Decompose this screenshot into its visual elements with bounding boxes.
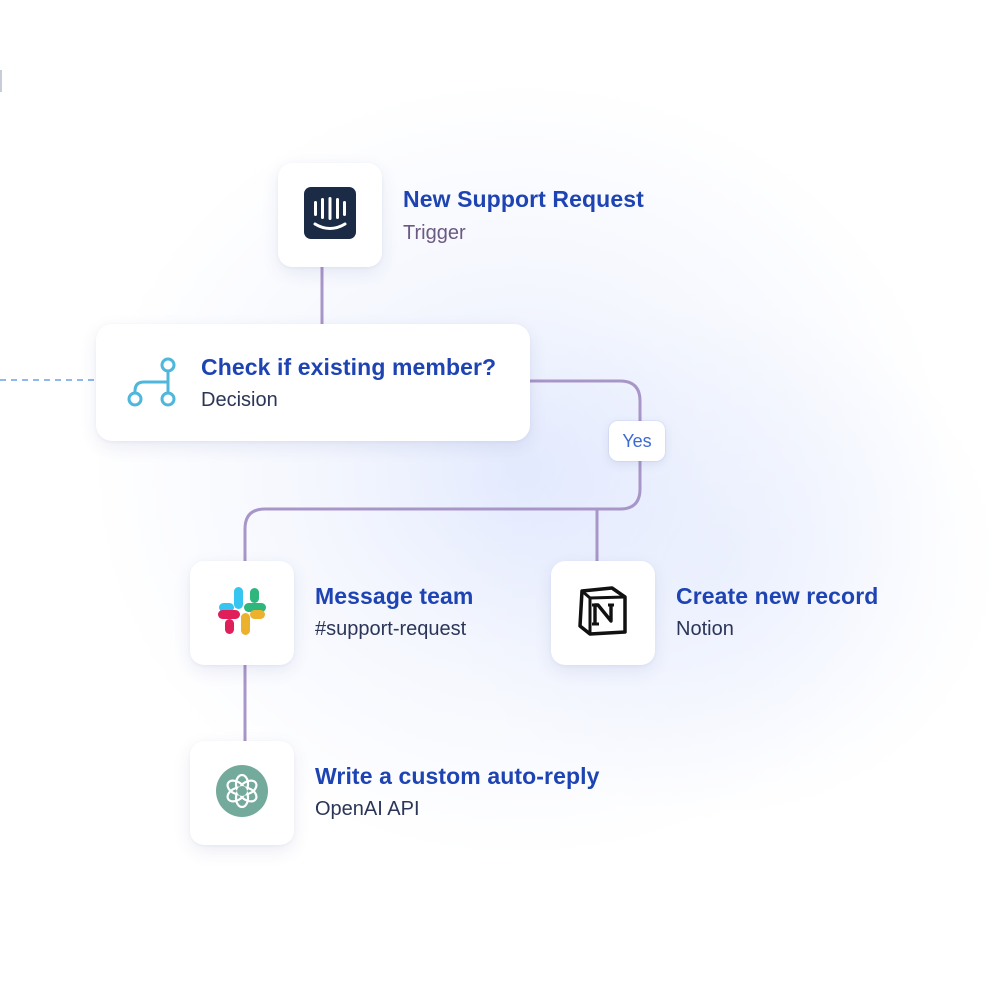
branch-icon — [126, 356, 176, 413]
auto-reply-subtitle: OpenAI API — [315, 798, 420, 820]
trigger-title: New Support Request — [403, 186, 644, 212]
create-record-subtitle: Notion — [676, 618, 734, 640]
decision-node-card[interactable]: Check if existing member? Decision — [96, 324, 530, 441]
message-team-title: Message team — [315, 583, 474, 609]
left-edge-tick — [0, 70, 2, 92]
create-record-title: Create new record — [676, 583, 879, 609]
message-team-subtitle: #support-request — [315, 618, 467, 640]
slack-icon — [215, 584, 269, 643]
trigger-subtitle: Trigger — [403, 222, 466, 244]
intercom-icon — [304, 186, 356, 244]
message-team-node-card[interactable] — [190, 561, 294, 665]
auto-reply-title: Write a custom auto-reply — [315, 763, 600, 789]
openai-icon — [216, 764, 268, 822]
decision-title: Check if existing member? — [201, 354, 497, 380]
notion-icon — [576, 584, 630, 643]
trigger-node-card[interactable] — [278, 163, 382, 267]
yes-branch-connector — [243, 461, 642, 561]
decision-subtitle: Decision — [201, 389, 278, 411]
yes-branch-label: Yes — [609, 421, 665, 461]
create-record-node-card[interactable] — [551, 561, 655, 665]
auto-reply-node-card[interactable] — [190, 741, 294, 845]
decision-to-yes-connector — [530, 379, 642, 421]
